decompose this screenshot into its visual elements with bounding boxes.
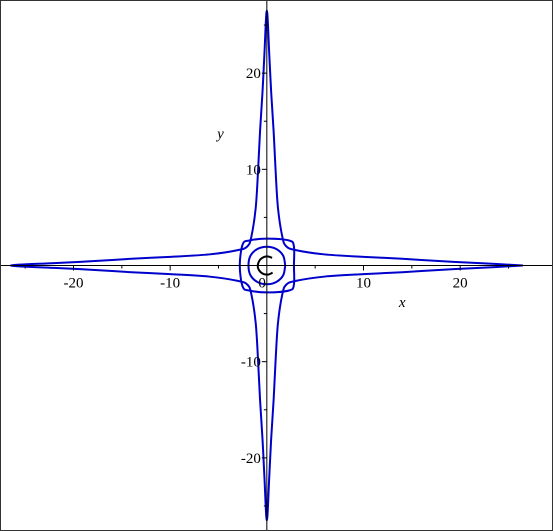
y-tick-label--10: -10 [241,355,261,371]
ticks-layer [24,24,509,507]
origin-tick-label: 0 [258,276,266,292]
x-tick-label-10: 10 [356,276,371,292]
x-tick-label-20: 20 [453,276,468,292]
y-tick-label--20: -20 [241,451,261,467]
y-axis-label: y [215,127,224,143]
x-tick-label--20: -20 [64,276,84,292]
y-tick-label-20: 20 [246,66,261,82]
y-tick-label-10: 10 [246,162,261,178]
labels-layer: -20 -10 10 20 -20 -10 10 20 0 x y [64,66,468,467]
x-tick-label--10: -10 [160,276,180,292]
x-axis-label: x [398,295,406,311]
